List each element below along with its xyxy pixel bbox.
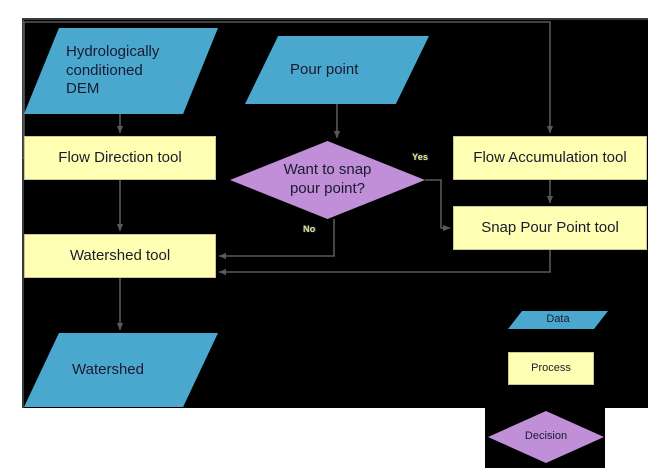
legend-item-decision: Decision (488, 411, 604, 463)
node-hydrologically-conditioned-dem[interactable]: Hydrologically conditioned DEM (24, 28, 218, 114)
legend-item-process: Process (508, 352, 594, 385)
edge-label-yes: Yes (412, 152, 429, 162)
node-pour-point[interactable]: Pour point (245, 36, 429, 104)
node-snap-pour-point-tool[interactable]: Snap Pour Point tool (453, 206, 647, 250)
node-label: Watershed (72, 360, 144, 378)
node-watershed-tool[interactable]: Watershed tool (24, 234, 216, 278)
legend-label: Process (531, 361, 571, 374)
node-label: Watershed tool (69, 246, 171, 264)
node-label: Want to snap pour point? (283, 161, 372, 197)
legend-item-data: Data (508, 311, 608, 329)
data-shape (508, 311, 608, 329)
legend-label: Data (546, 313, 570, 326)
node-watershed[interactable]: Watershed (24, 333, 218, 407)
node-label: Flow Direction tool (58, 148, 182, 166)
legend-label: Decision (524, 430, 568, 443)
node-label: Flow Accumulation tool (473, 148, 627, 166)
data-shape (24, 333, 218, 407)
edge-label-no: No (303, 224, 316, 234)
node-label: Pour point (290, 60, 359, 78)
node-flow-accumulation-tool[interactable]: Flow Accumulation tool (453, 136, 647, 180)
node-label: Hydrologically conditioned DEM (66, 42, 160, 98)
node-want-to-snap-pour-point[interactable]: Want to snap pour point? (230, 141, 425, 219)
node-flow-direction-tool[interactable]: Flow Direction tool (24, 136, 216, 180)
node-label: Snap Pour Point tool (481, 218, 619, 236)
